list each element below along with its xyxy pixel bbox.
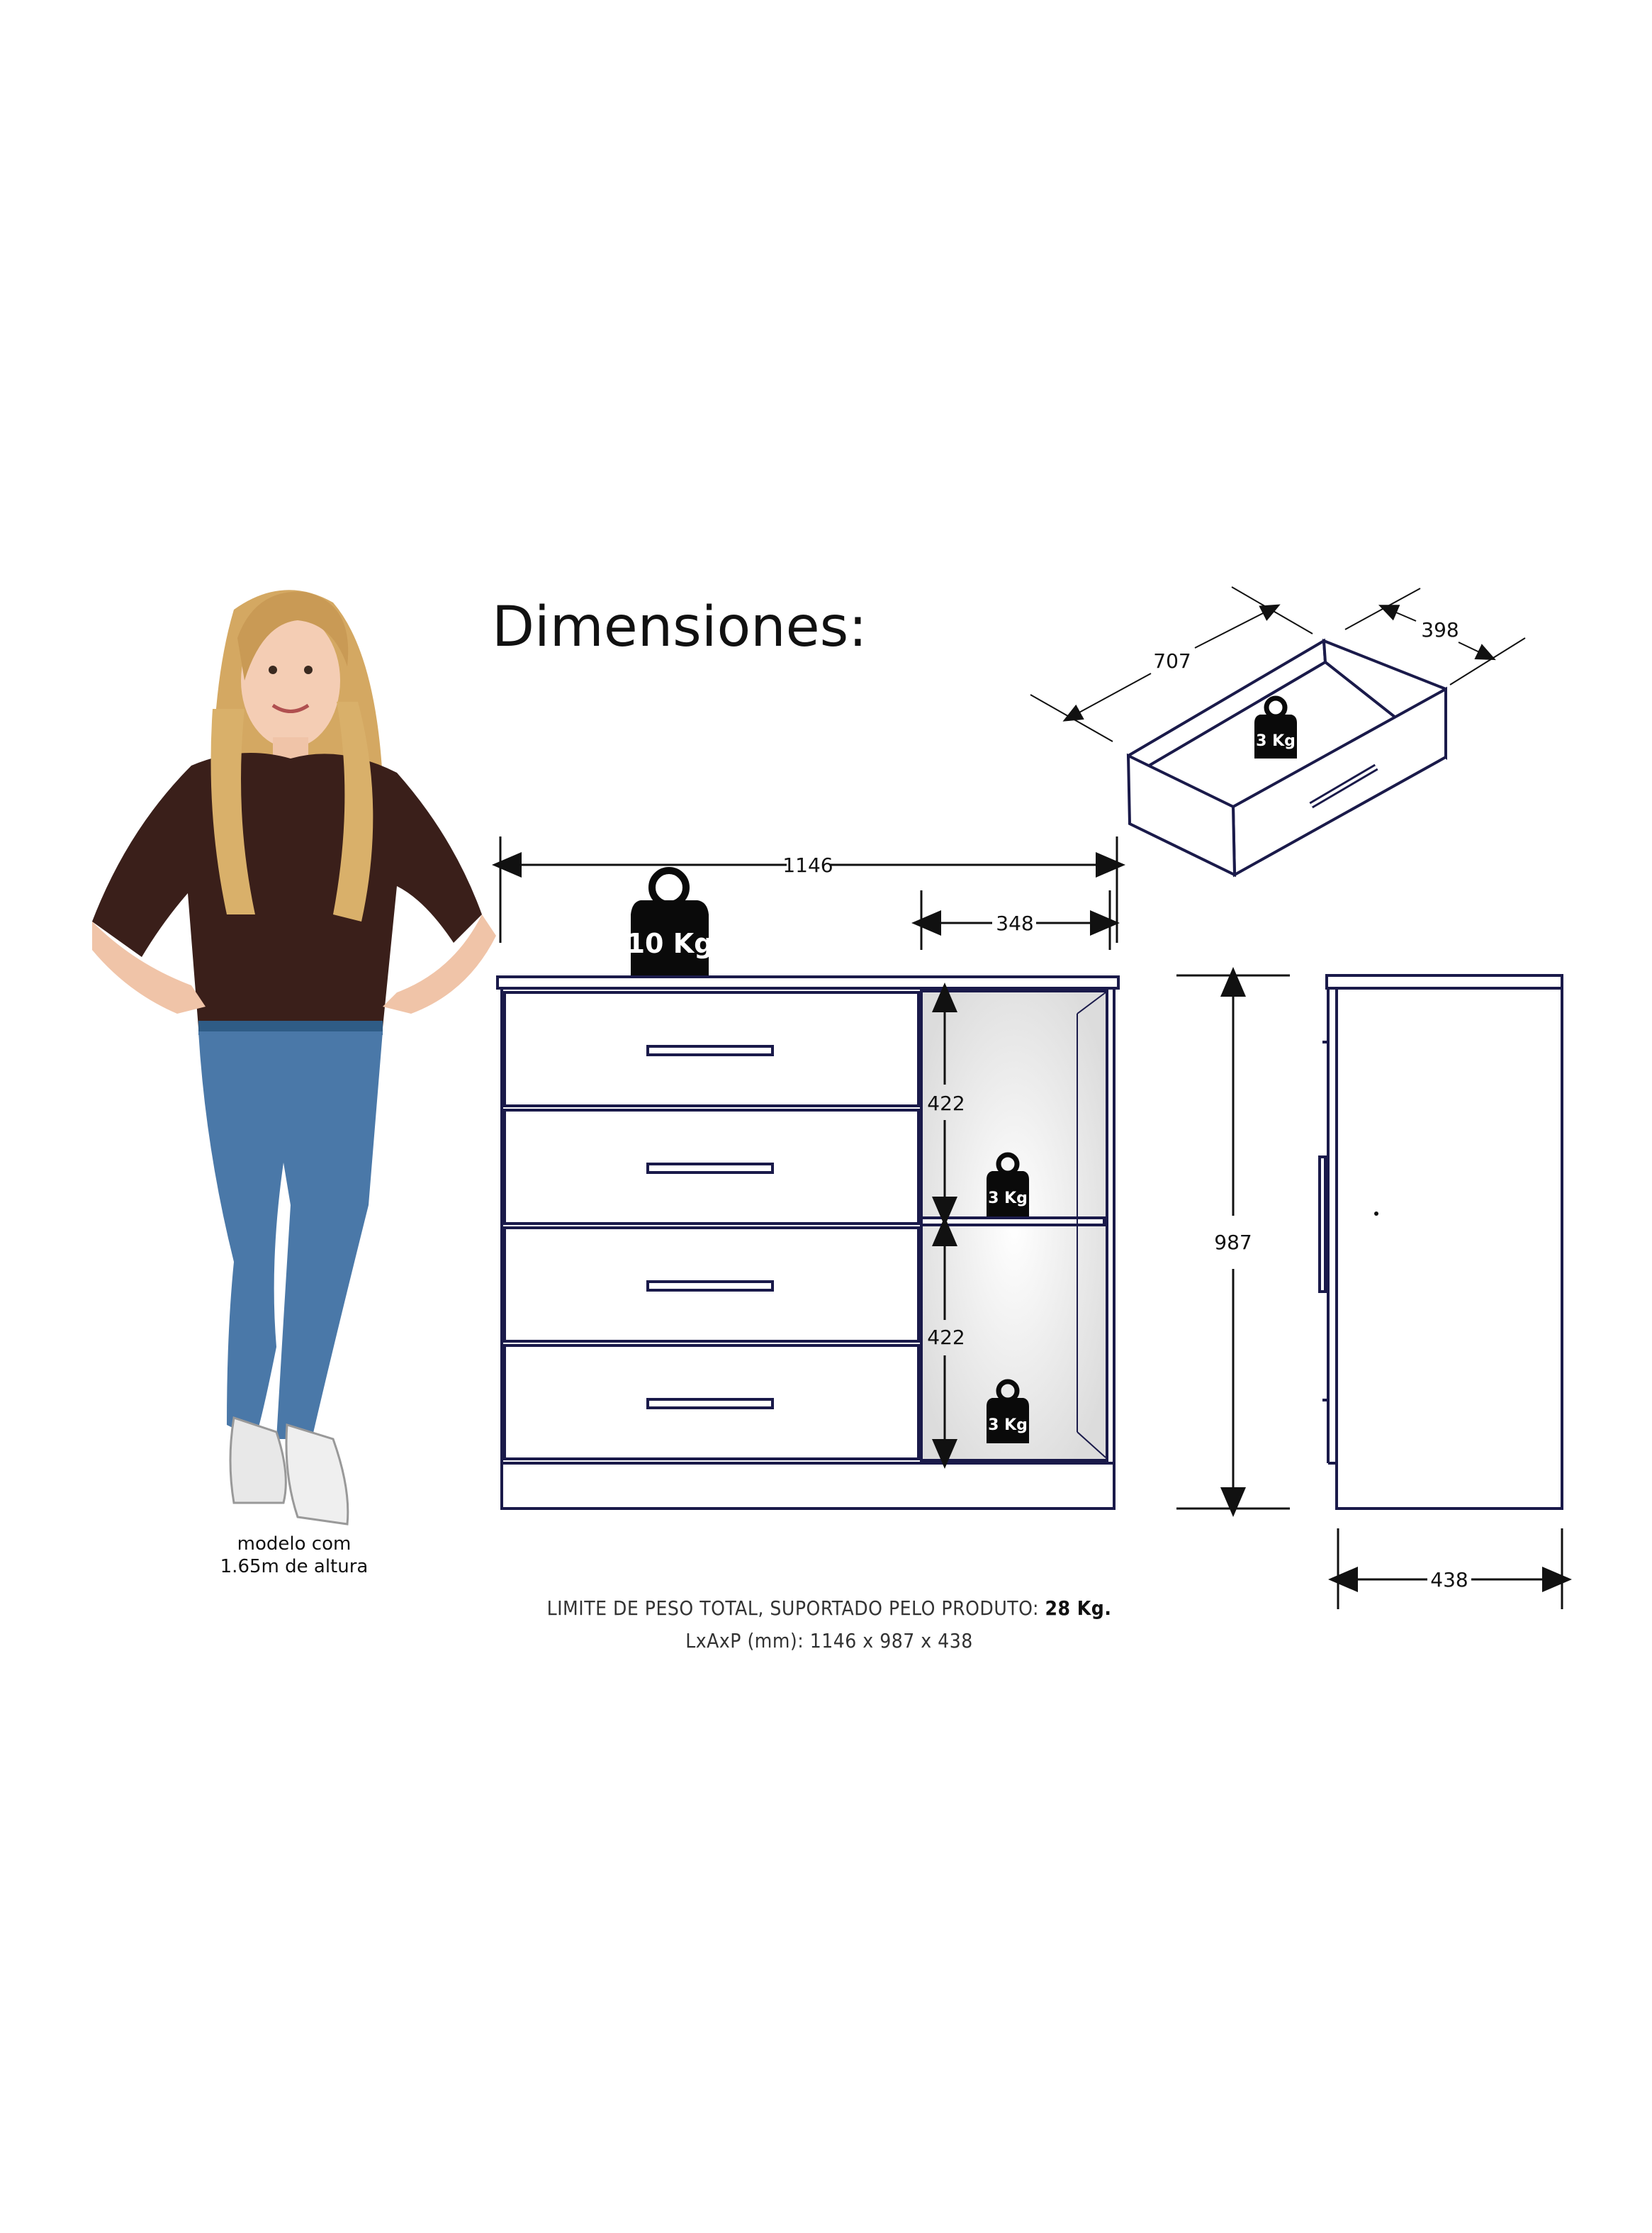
weight-limit-value: 28 Kg.: [1045, 1596, 1112, 1620]
model-caption-line2: 1.65m de altura: [220, 1556, 369, 1577]
weight-shelf-upper-label: 3 Kg: [988, 1190, 1028, 1207]
niche-upper-height-label: 422: [927, 1092, 965, 1115]
niche-lower-height-label: 422: [927, 1326, 965, 1349]
niche-width-dimension: [911, 890, 1120, 950]
dimensions-note: LxAxP (mm): 1146 x 987 x 438: [685, 1629, 973, 1652]
side-view: [1318, 974, 1563, 1510]
width-label: 1146: [782, 854, 833, 877]
weight-top-icon: 10 Kg: [626, 867, 714, 975]
weight-limit-note: LIMITE DE PESO TOTAL, SUPORTADO PELO PRO…: [397, 1596, 1262, 1620]
drawer-depth-label: 707: [1153, 649, 1191, 673]
depth-dimension: [1328, 1528, 1572, 1609]
weight-shelf-lower-label: 3 Kg: [988, 1416, 1028, 1434]
drawer-dimensions: [1030, 586, 1526, 742]
weight-drawer-icon: 3 Kg: [1254, 695, 1297, 759]
model-caption: modelo com 1.65m de altura: [213, 1533, 376, 1578]
height-label: 987: [1214, 1231, 1252, 1254]
model-caption-line1: modelo com: [237, 1533, 352, 1555]
page-title: Dimensiones:: [492, 595, 867, 659]
height-dimension: [1176, 967, 1290, 1517]
weight-shelf-lower-icon: 3 Kg: [987, 1379, 1029, 1443]
weight-top-label: 10 Kg: [626, 928, 714, 959]
weight-drawer-label: 3 Kg: [1256, 732, 1296, 750]
drawer-width-label: 398: [1421, 618, 1459, 642]
weight-limit-text: LIMITE DE PESO TOTAL, SUPORTADO PELO PRO…: [546, 1596, 1045, 1620]
drawer-isometric: [1126, 638, 1447, 878]
weight-shelf-upper-icon: 3 Kg: [987, 1152, 1029, 1216]
depth-label: 438: [1430, 1568, 1468, 1591]
side-dot: [1374, 1211, 1378, 1216]
niche-width-label: 348: [996, 912, 1033, 935]
drawer-handles: [646, 1045, 774, 1409]
width-dimension: [492, 836, 1125, 943]
